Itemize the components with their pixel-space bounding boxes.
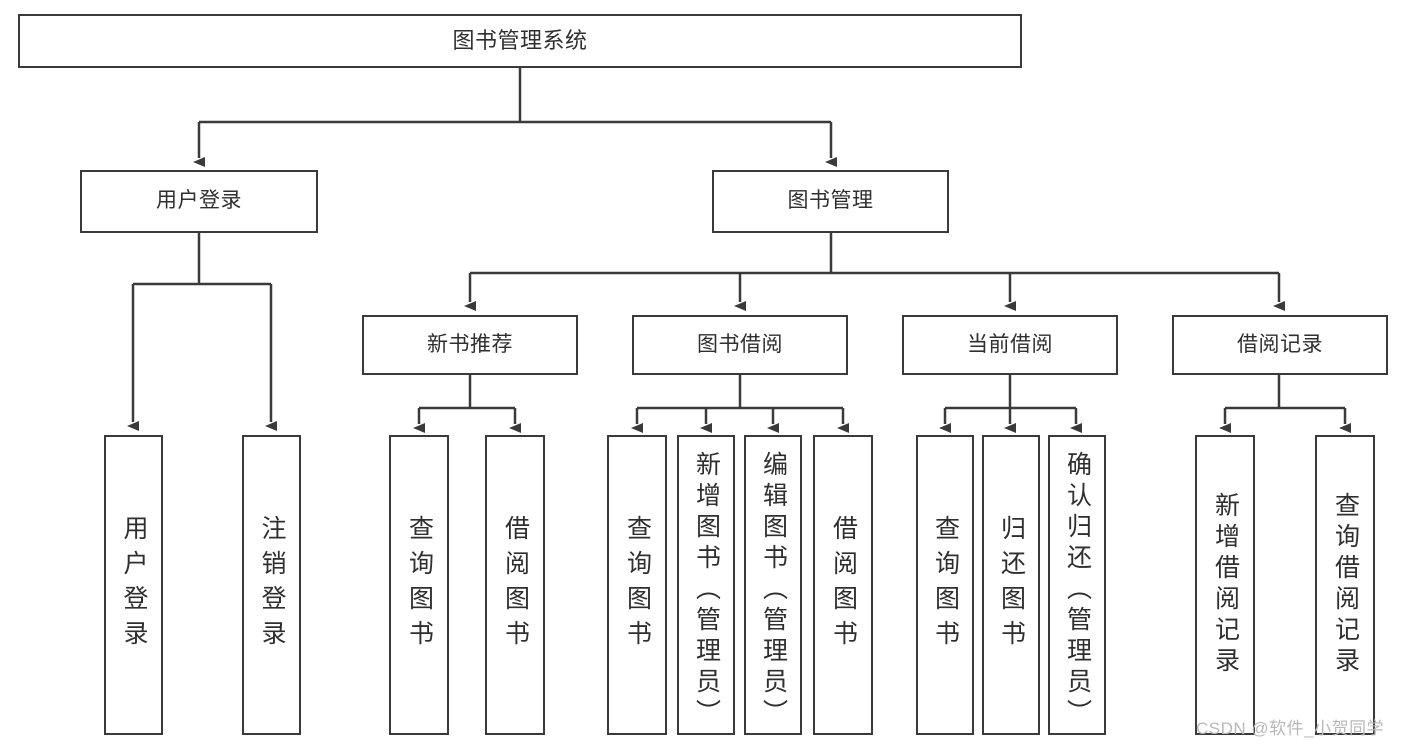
leaf-book-borrow-edit-book-admin[interactable]: 编辑图书（管理员） — [744, 435, 802, 735]
leaf-borrow-record-add-record[interactable]: 新增借阅记录 — [1195, 435, 1255, 735]
leaf-user-login-logout[interactable]: 注销登录 — [242, 435, 301, 735]
node-label: 查询图书 — [405, 515, 434, 655]
node-label: 注销登录 — [258, 515, 286, 655]
leaf-book-borrow-borrow-books[interactable]: 借阅图书 — [813, 435, 873, 735]
node-label: 查询图书 — [623, 515, 652, 655]
leaf-new-book-query-books[interactable]: 查询图书 — [389, 435, 449, 735]
node-label: 借阅图书 — [501, 515, 530, 655]
node-label: 查询图书 — [931, 515, 960, 655]
leaf-user-login-login[interactable]: 用户登录 — [104, 435, 163, 735]
leaf-borrow-record-query-record[interactable]: 查询借阅记录 — [1315, 435, 1375, 735]
leaf-book-borrow-query-books[interactable]: 查询图书 — [607, 435, 667, 735]
node-label: 图书管理 — [787, 189, 874, 213]
node-current-borrow[interactable]: 当前借阅 — [902, 315, 1118, 375]
csdn-watermark: CSDN @软件_小贺同学 — [1196, 719, 1385, 738]
leaf-current-borrow-return-books[interactable]: 归还图书 — [982, 435, 1040, 735]
node-label: 归还图书 — [997, 515, 1026, 655]
node-label: 用户登录 — [156, 189, 242, 213]
node-label: 新书推荐 — [427, 332, 513, 356]
node-label: 查询借阅记录 — [1331, 492, 1360, 678]
node-label: 编辑图书（管理员） — [759, 451, 788, 730]
node-book-management[interactable]: 图书管理 — [712, 170, 949, 233]
node-label: 借阅图书 — [829, 515, 858, 655]
node-label: 用户登录 — [120, 515, 148, 655]
node-root-book-management-system[interactable]: 图书管理系统 — [18, 14, 1022, 68]
node-label: 新增图书（管理员） — [692, 451, 721, 730]
node-label: 确认归还（管理员） — [1063, 451, 1092, 730]
leaf-book-borrow-add-book-admin[interactable]: 新增图书（管理员） — [677, 435, 735, 735]
node-new-book-recommend[interactable]: 新书推荐 — [362, 315, 578, 375]
node-label: 图书借阅 — [697, 332, 783, 356]
node-borrow-record[interactable]: 借阅记录 — [1172, 315, 1388, 375]
leaf-new-book-borrow-books[interactable]: 借阅图书 — [485, 435, 545, 735]
node-label: 借阅记录 — [1237, 332, 1323, 356]
node-label: 当前借阅 — [967, 332, 1053, 356]
leaf-current-borrow-confirm-return-admin[interactable]: 确认归还（管理员） — [1048, 435, 1106, 735]
node-label: 图书管理系统 — [452, 28, 588, 54]
node-label: 新增借阅记录 — [1211, 492, 1240, 678]
node-book-borrow[interactable]: 图书借阅 — [632, 315, 848, 375]
leaf-current-borrow-query-books[interactable]: 查询图书 — [916, 435, 974, 735]
node-user-login[interactable]: 用户登录 — [80, 170, 318, 233]
